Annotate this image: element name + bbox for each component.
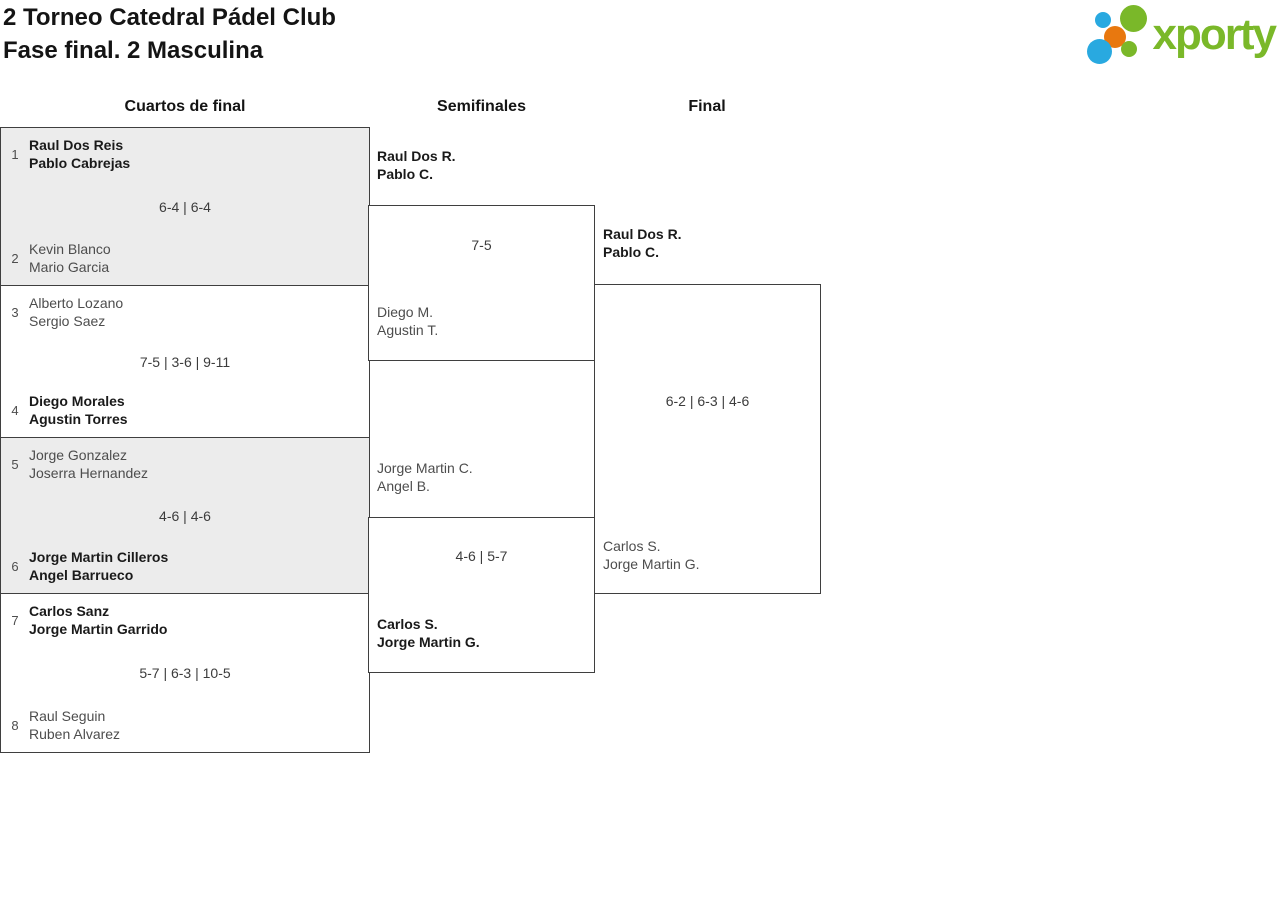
seed-number: 5 bbox=[11, 456, 19, 472]
player-name: Angel Barrueco bbox=[29, 567, 134, 583]
logo-dot-green-small bbox=[1120, 41, 1137, 57]
qf3-score: 4-6 | 4-6 bbox=[159, 507, 211, 524]
logo-dot-blue-large bbox=[1086, 39, 1112, 64]
round-header-final: Final bbox=[688, 98, 726, 115]
seed-number: 8 bbox=[11, 717, 19, 733]
xporty-logo[interactable]: xporty bbox=[1085, 5, 1277, 67]
player-name: Joserra Hernandez bbox=[29, 465, 149, 481]
sf2-team-top: Jorge Martin C. Angel B. bbox=[377, 459, 473, 495]
qf2-score: 7-5 | 3-6 | 9-11 bbox=[139, 353, 231, 370]
logo-dot-blue-small bbox=[1094, 12, 1111, 28]
sf2-team-bottom: Carlos S. Jorge Martin G. bbox=[377, 615, 480, 651]
seed-number: 2 bbox=[11, 250, 19, 266]
match-quarterfinal-2: 3 Alberto Lozano Sergio Saez 7-5 | 3-6 |… bbox=[0, 285, 370, 438]
player-name: Angel B. bbox=[377, 478, 430, 494]
player-name: Mario Garcia bbox=[29, 259, 110, 275]
round-header-cuartos: Cuartos de final bbox=[124, 98, 246, 115]
logo-dot-green-large bbox=[1119, 5, 1147, 32]
player-name: Jorge Martin G. bbox=[377, 634, 480, 650]
player-name: Pablo C. bbox=[377, 166, 434, 182]
player-name: Jorge Martin C. bbox=[377, 460, 473, 476]
sf1-score: 7-5 bbox=[471, 237, 492, 253]
qf4-score: 5-7 | 6-3 | 10-5 bbox=[139, 665, 231, 681]
player-name: Raul Dos R. bbox=[603, 226, 682, 242]
qf4-team-top: 7 Carlos Sanz Jorge Martin Garrido bbox=[7, 602, 167, 638]
player-name: Carlos S. bbox=[603, 538, 661, 554]
player-name: Carlos Sanz bbox=[29, 603, 110, 619]
qf3-team-bottom: 6 Jorge Martin Cilleros Angel Barrueco bbox=[7, 548, 168, 584]
seed-number: 1 bbox=[11, 146, 19, 162]
final-score: 6-2 | 6-3 | 4-6 bbox=[665, 393, 750, 409]
player-name: Raul Dos R. bbox=[377, 148, 456, 164]
round-header-semifinales: Semifinales bbox=[437, 98, 526, 115]
player-name: Pablo C. bbox=[603, 244, 660, 260]
match-semifinal-1 bbox=[368, 205, 595, 361]
player-name: Raul Dos Reis bbox=[29, 137, 124, 153]
player-name: Diego Morales bbox=[29, 393, 125, 409]
qf1-team-bottom: 2 Kevin Blanco Mario Garcia bbox=[7, 240, 111, 276]
xporty-wordmark: xporty bbox=[1152, 10, 1277, 59]
seed-number: 4 bbox=[11, 402, 19, 418]
phase-name: Fase final. 2 Masculina bbox=[3, 37, 264, 64]
player-name: Jorge Martin G. bbox=[603, 556, 700, 572]
match-quarterfinal-4: 7 Carlos Sanz Jorge Martin Garrido 5-7 |… bbox=[0, 593, 370, 753]
player-name: Jorge Martin Cilleros bbox=[29, 549, 169, 565]
qf1-score: 6-4 | 6-4 bbox=[159, 198, 211, 215]
sf2-score: 4-6 | 5-7 bbox=[455, 548, 508, 564]
qf2-team-bottom: 4 Diego Morales Agustin Torres bbox=[7, 392, 128, 428]
player-name: Agustin Torres bbox=[29, 411, 128, 427]
match-semifinal-2 bbox=[368, 517, 595, 673]
final-team-top: Raul Dos R. Pablo C. bbox=[603, 225, 682, 261]
match-final bbox=[594, 284, 821, 594]
player-name: Jorge Martin Garrido bbox=[29, 621, 168, 637]
qf4-team-bottom: 8 Raul Seguin Ruben Alvarez bbox=[7, 707, 120, 743]
player-name: Ruben Alvarez bbox=[29, 726, 121, 742]
sf1-team-bottom: Diego M. Agustin T. bbox=[377, 303, 438, 339]
qf3-team-top: 5 Jorge Gonzalez Joserra Hernandez bbox=[7, 446, 148, 482]
player-name: Pablo Cabrejas bbox=[29, 155, 131, 171]
qf1-team-top: 1 Raul Dos Reis Pablo Cabrejas bbox=[7, 136, 130, 172]
player-name: Kevin Blanco bbox=[29, 241, 111, 257]
player-name: Alberto Lozano bbox=[29, 295, 124, 311]
seed-number: 7 bbox=[11, 612, 19, 628]
xporty-dots-icon bbox=[1085, 5, 1151, 67]
match-quarterfinal-1: 1 Raul Dos Reis Pablo Cabrejas 6-4 | 6-4… bbox=[0, 127, 370, 286]
player-name: Raul Seguin bbox=[29, 708, 106, 724]
final-team-bottom: Carlos S. Jorge Martin G. bbox=[603, 537, 699, 573]
page-title: 2 Torneo Catedral Pádel Club Fase final.… bbox=[3, 1, 336, 67]
match-quarterfinal-3: 5 Jorge Gonzalez Joserra Hernandez 4-6 |… bbox=[0, 437, 370, 594]
player-name: Carlos S. bbox=[377, 616, 438, 632]
player-name: Agustin T. bbox=[377, 322, 439, 338]
tournament-name: 2 Torneo Catedral Pádel Club bbox=[3, 4, 336, 31]
seed-number: 3 bbox=[11, 304, 19, 320]
player-name: Sergio Saez bbox=[29, 313, 106, 329]
player-name: Jorge Gonzalez bbox=[29, 447, 128, 463]
player-name: Diego M. bbox=[377, 304, 434, 320]
qf2-team-top: 3 Alberto Lozano Sergio Saez bbox=[7, 294, 123, 330]
seed-number: 6 bbox=[11, 558, 19, 574]
sf1-team-top: Raul Dos R. Pablo C. bbox=[377, 147, 456, 183]
